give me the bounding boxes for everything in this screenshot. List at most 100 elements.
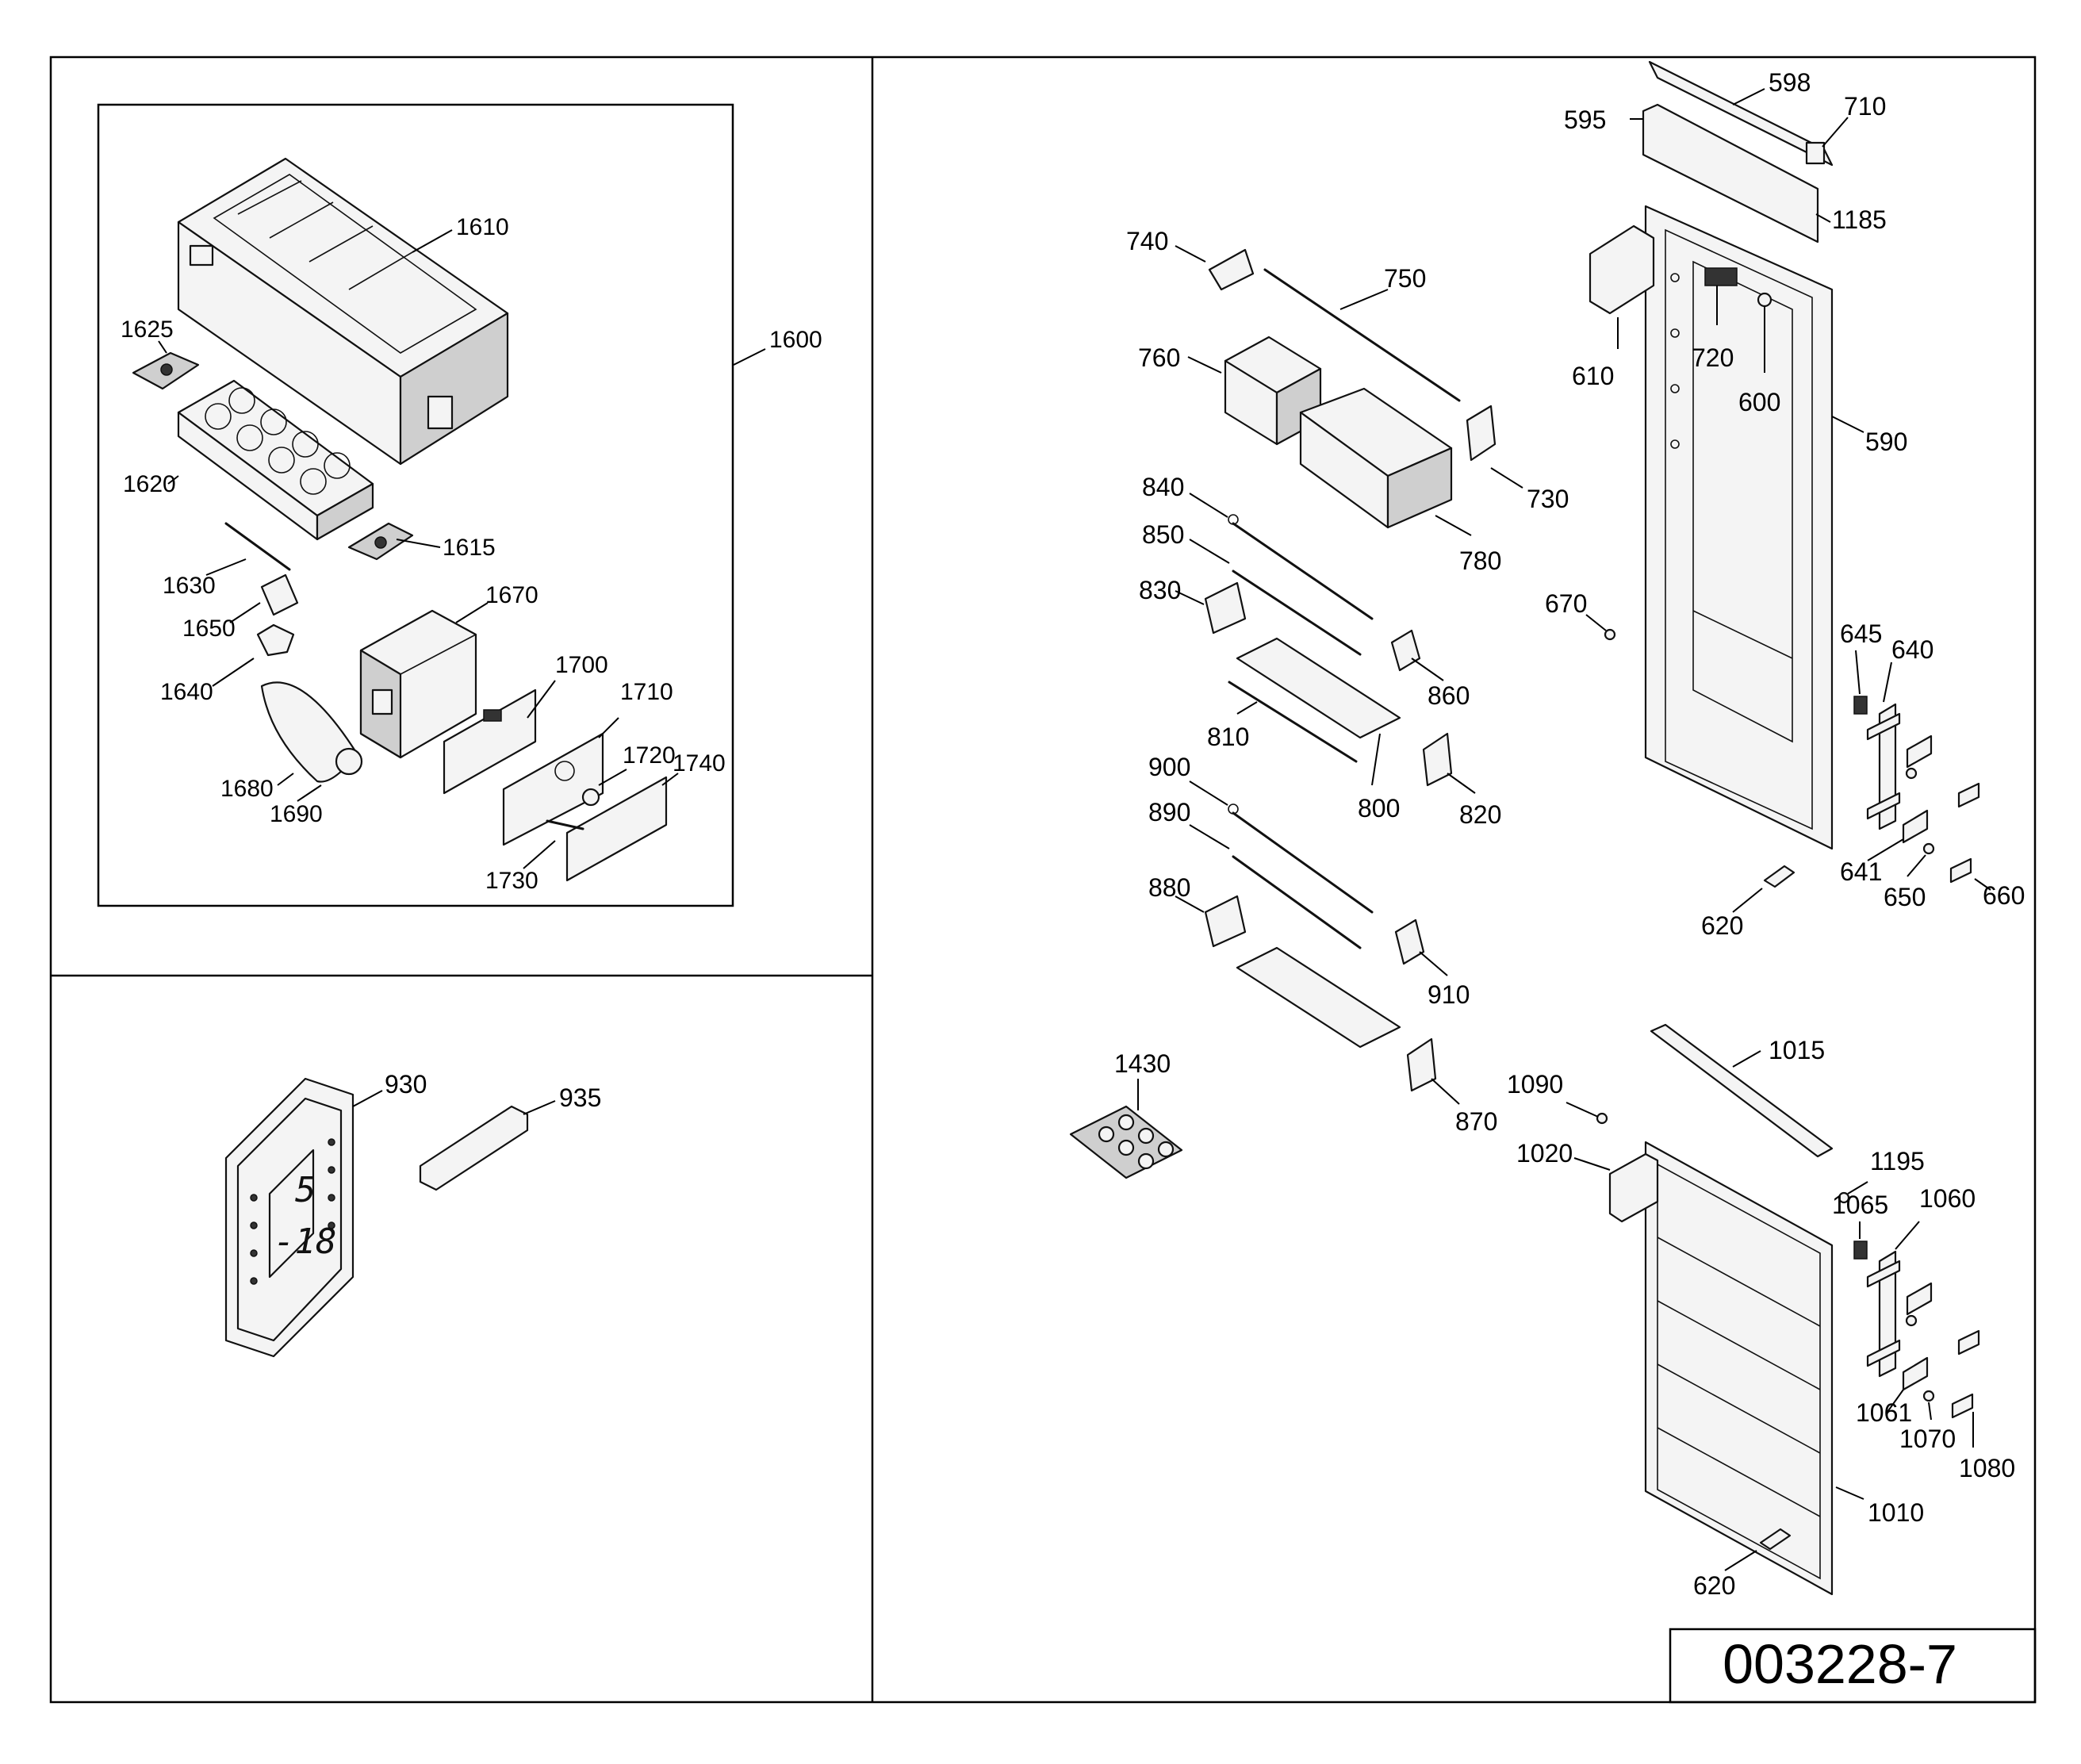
- part-lower-glass-shelf: [1236, 946, 1401, 1049]
- part-620-lower-hinge: [1759, 1528, 1792, 1551]
- part-1090-plug: [1596, 1112, 1608, 1125]
- ice-maker-labels: 1610 1600 1625 1620 1615 1630 1650 1640 …: [121, 214, 822, 894]
- label-800: 800: [1358, 794, 1400, 823]
- label-935: 935: [559, 1083, 601, 1112]
- label-610: 610: [1572, 362, 1614, 390]
- part-1630-rod: [224, 522, 291, 571]
- part-1610-ice-bin: [177, 157, 509, 466]
- part-1720-screw: [581, 788, 600, 807]
- ice-maker-assembly: [132, 157, 668, 882]
- label-1710: 1710: [620, 679, 673, 705]
- label-760: 760: [1138, 343, 1180, 372]
- part-610-handle-bracket: [1589, 224, 1655, 315]
- part-1730-pin: [546, 819, 584, 830]
- label-1615: 1615: [443, 535, 496, 561]
- label-1630: 1630: [163, 573, 216, 599]
- label-830: 830: [1139, 576, 1181, 604]
- part-800-glass-shelf: [1236, 637, 1401, 739]
- part-1650-clip: [260, 573, 299, 616]
- label-1690: 1690: [270, 801, 323, 827]
- display-bottom-digits: -18: [274, 1221, 336, 1262]
- label-600: 600: [1738, 388, 1780, 416]
- label-645: 645: [1840, 619, 1882, 648]
- label-660: 660: [1983, 881, 2025, 910]
- label-640: 640: [1891, 635, 1933, 664]
- label-720: 720: [1692, 343, 1734, 372]
- part-600-screw: [1757, 292, 1772, 308]
- balcony-labels: 740 750 760 730 780 840 850 830 860 810 …: [1114, 227, 1569, 1136]
- label-910: 910: [1428, 980, 1470, 1009]
- label-650: 650: [1884, 883, 1926, 911]
- door-balcony-parts: [1069, 248, 1497, 1179]
- label-730: 730: [1527, 485, 1569, 513]
- label-1640: 1640: [160, 679, 213, 705]
- part-910-clip: [1394, 918, 1425, 965]
- part-1015-top-trim: [1650, 1023, 1834, 1158]
- part-1700-plate: [443, 688, 537, 795]
- label-810: 810: [1207, 723, 1249, 751]
- label-1060: 1060: [1919, 1184, 1976, 1213]
- part-1080-cap: [1951, 1393, 1974, 1419]
- part-670-plug: [1604, 628, 1616, 641]
- part-590-upper-door-liner: [1644, 205, 1834, 850]
- label-1730: 1730: [485, 868, 538, 894]
- part-660-cap: [1949, 857, 1972, 884]
- label-641: 641: [1840, 857, 1882, 886]
- label-740: 740: [1126, 227, 1168, 255]
- part-820-bracket: [1422, 732, 1453, 787]
- part-935-panel-trim: [419, 1105, 529, 1191]
- part-650-screw: [1922, 842, 1935, 855]
- part-1670-motor-housing: [359, 609, 477, 759]
- sheet-frames: [49, 56, 2037, 1704]
- drawing-number: 003228-7: [1723, 1633, 1957, 1695]
- part-1020-handle-bracket: [1608, 1152, 1659, 1223]
- label-880: 880: [1148, 873, 1190, 902]
- part-1065-hinge-cover: [1853, 1241, 1868, 1260]
- label-900: 900: [1148, 753, 1190, 781]
- part-1070-screw: [1922, 1390, 1935, 1402]
- label-1610: 1610: [456, 214, 509, 240]
- label-930: 930: [385, 1070, 427, 1099]
- part-1195-screw: [1838, 1191, 1850, 1204]
- label-1700: 1700: [555, 652, 608, 678]
- balcony-leaders: [1137, 245, 1523, 1110]
- part-880-bracket: [1204, 895, 1247, 948]
- label-890: 890: [1148, 798, 1190, 826]
- part-870-bracket: [1406, 1037, 1437, 1092]
- upper-door-labels: 598 595 710 1185 610 720 600 590 670: [1545, 68, 1907, 618]
- part-840-rod: [1232, 522, 1374, 620]
- label-620-upper: 620: [1701, 911, 1743, 940]
- label-840: 840: [1142, 473, 1184, 501]
- label-1740: 1740: [673, 750, 726, 777]
- label-670: 670: [1545, 589, 1587, 618]
- part-750-rod: [1263, 268, 1461, 402]
- control-panel-group: 5 -18: [224, 1077, 556, 1358]
- label-1061: 1061: [1856, 1398, 1912, 1427]
- ice-maker-group-box: [97, 103, 734, 907]
- label-598: 598: [1769, 68, 1811, 97]
- part-620-bottom-hinge: [1763, 865, 1795, 888]
- part-1680-ejector-arm: [260, 681, 358, 783]
- display-top-digit: 5: [295, 1170, 316, 1210]
- label-1620: 1620: [123, 471, 176, 497]
- label-1070: 1070: [1899, 1425, 1956, 1453]
- label-860: 860: [1428, 681, 1470, 710]
- outer-border: [49, 56, 2037, 1704]
- label-850: 850: [1142, 520, 1184, 549]
- part-1640-cam: [256, 623, 295, 657]
- label-1195: 1195: [1870, 1147, 1925, 1175]
- label-1680: 1680: [220, 776, 274, 802]
- drawing-number-box: [1669, 1628, 2037, 1704]
- label-1720: 1720: [623, 742, 676, 769]
- part-1710-cover: [502, 732, 604, 846]
- display-window: [268, 1149, 315, 1279]
- part-710-cap: [1805, 141, 1826, 165]
- part-1690-hub: [335, 747, 363, 776]
- label-1670: 1670: [485, 582, 538, 608]
- part-830-bracket: [1204, 581, 1247, 635]
- part-641-hinge-block: [1902, 809, 1929, 844]
- part-740-shelf-support: [1208, 248, 1255, 291]
- label-590: 590: [1865, 428, 1907, 456]
- part-1740-panel: [565, 776, 668, 882]
- upper-door-leaders: [1585, 88, 1864, 631]
